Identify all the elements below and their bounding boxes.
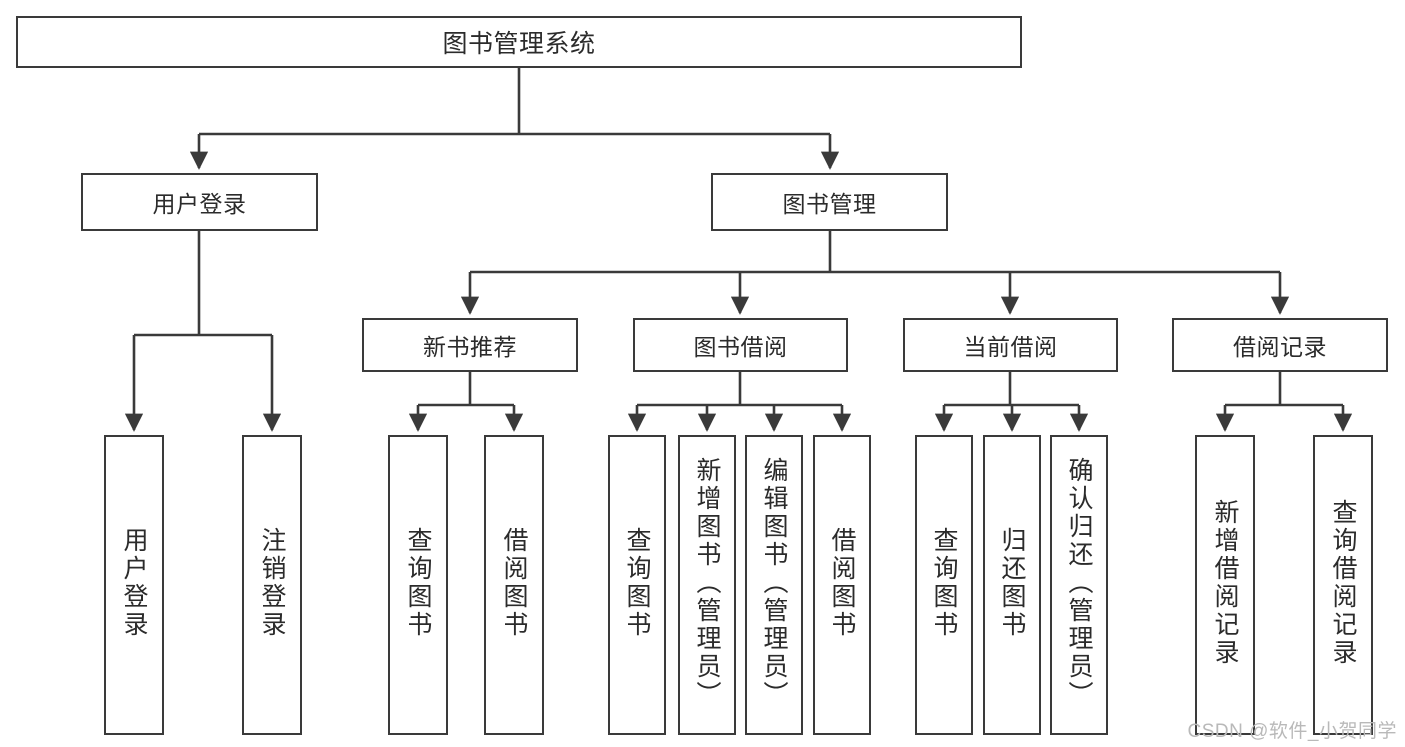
leaf-add-borrow-record[interactable]: 新增借阅记录 [1195,435,1255,735]
leaf-label: 确认归还（管理员） [1065,457,1093,709]
leaf-user-login[interactable]: 用户登录 [104,435,164,735]
leaf-label: 查询图书 [404,527,432,639]
leaf-query-borrow-record[interactable]: 查询借阅记录 [1313,435,1373,735]
leaf-label: 借阅图书 [828,527,856,639]
node-current-borrow[interactable]: 当前借阅 [903,318,1118,372]
leaf-query-book-current[interactable]: 查询图书 [915,435,973,735]
leaf-label: 用户登录 [120,527,148,639]
node-user-login[interactable]: 用户登录 [81,173,318,231]
node-new-book-recommend-label: 新书推荐 [423,334,517,360]
node-root-label: 图书管理系统 [442,30,596,58]
leaf-label: 新增图书（管理员） [693,457,721,709]
leaf-confirm-return-admin[interactable]: 确认归还（管理员） [1050,435,1108,735]
node-borrow-record-label: 借阅记录 [1233,334,1327,360]
leaf-return-book[interactable]: 归还图书 [983,435,1041,735]
node-book-management-label: 图书管理 [782,191,877,217]
leaf-logout-login[interactable]: 注销登录 [242,435,302,735]
leaf-edit-book-admin[interactable]: 编辑图书（管理员） [745,435,803,735]
leaf-label: 归还图书 [998,527,1026,639]
leaf-query-book-borrow[interactable]: 查询图书 [608,435,666,735]
leaf-label: 注销登录 [258,527,286,639]
leaf-label: 借阅图书 [500,527,528,639]
node-book-borrow-label: 图书借阅 [693,334,788,360]
node-user-login-label: 用户登录 [152,191,247,217]
leaf-label: 编辑图书（管理员） [760,457,788,709]
leaf-label: 新增借阅记录 [1211,499,1239,667]
node-book-management[interactable]: 图书管理 [711,173,948,231]
leaf-borrow-book[interactable]: 借阅图书 [813,435,871,735]
leaf-label: 查询图书 [623,527,651,639]
node-book-borrow[interactable]: 图书借阅 [633,318,848,372]
leaf-query-book-newbook[interactable]: 查询图书 [388,435,448,735]
leaf-add-book-admin[interactable]: 新增图书（管理员） [678,435,736,735]
leaf-label: 查询图书 [930,527,958,639]
node-borrow-record[interactable]: 借阅记录 [1172,318,1388,372]
node-new-book-recommend[interactable]: 新书推荐 [362,318,578,372]
node-current-borrow-label: 当前借阅 [963,334,1058,360]
node-root[interactable]: 图书管理系统 [16,16,1022,68]
watermark: CSDN @软件_小贺同学 [1187,721,1397,742]
leaf-label: 查询借阅记录 [1329,499,1357,667]
leaf-borrow-book-newbook[interactable]: 借阅图书 [484,435,544,735]
